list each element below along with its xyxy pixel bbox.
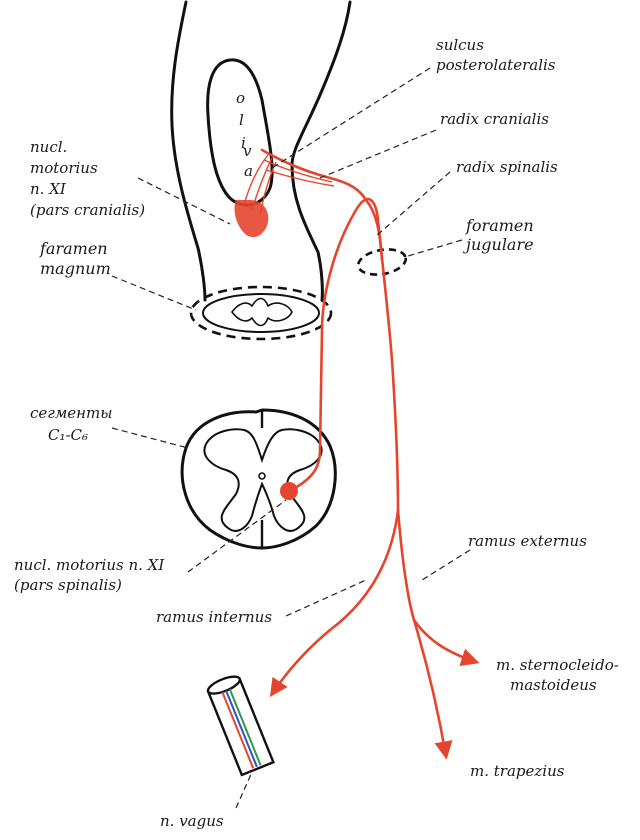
label-foramen-jugulare-line1: foramen (465, 216, 534, 235)
label-nucl-cranialis-line4: (pars cranialis) (30, 201, 145, 219)
radix-spinalis-path (293, 197, 400, 512)
foramen-magnum-ring (189, 285, 333, 341)
label-nucl-spinalis-line1: nucl. motorius n. XI (14, 556, 165, 574)
svg-text:o: o (236, 89, 245, 107)
label-radix-spinalis: radix spinalis (456, 158, 558, 176)
label-nucl-spinalis-line2: (pars spinalis) (14, 576, 122, 594)
label-sternocleidomastoideus-line2: mastoideus (510, 676, 597, 694)
spinal-grey-star (230, 297, 293, 327)
spinal-segment-section (180, 408, 337, 550)
leader-nucl-spinalis (187, 499, 287, 573)
label-nucl-cranialis-line1: nucl. (30, 138, 67, 156)
leader-vagus (235, 771, 253, 809)
svg-text:l: l (239, 111, 244, 129)
label-nucl-cranialis-line3: n. XI (30, 180, 67, 198)
ramus-internus-path (269, 508, 400, 698)
brainstem-right-outline (290, 0, 352, 302)
label-sulcus-line1: sulcus (436, 36, 484, 54)
branch-trapezius (412, 618, 453, 760)
brainstem-left-outline (170, 0, 207, 302)
leader-ramus-internus (285, 579, 367, 617)
spinal-nucleus-dot (280, 482, 298, 500)
label-foramen-magnum-line1: faramen (39, 239, 108, 258)
leader-sulcus (271, 67, 431, 169)
leader-radix-cranialis (319, 129, 437, 179)
label-sulcus-line2: posterolateralis (436, 56, 556, 74)
label-segments-line2: C₁-C₆ (48, 426, 88, 444)
oliva-outline (206, 58, 274, 207)
ramus-externus-trunk (396, 508, 416, 622)
vagus-nerve-cylinder (206, 675, 275, 777)
leader-radix-spinalis (375, 171, 451, 237)
oliva-label: o l i v v a (236, 89, 253, 180)
label-ramus-externus: ramus externus (468, 532, 587, 550)
leader-ramus-externus (421, 549, 471, 581)
svg-text:v: v (243, 142, 252, 160)
spinal-canal-outline (202, 293, 320, 333)
label-segments-line1: сегменты (30, 404, 113, 422)
leader-segments (111, 427, 189, 449)
branch-sternocleidomastoideus (412, 618, 480, 667)
cranial-nucleus (234, 154, 277, 238)
label-ramus-internus: ramus internus (156, 608, 272, 626)
label-foramen-jugulare-line2: jugulare (463, 235, 534, 254)
label-sternocleidomastoideus-line1: m. sternocleido- (496, 656, 619, 674)
label-trapezius: m. trapezius (470, 762, 565, 780)
label-vagus: n. vagus (160, 812, 224, 830)
merged-trunk-upper (364, 198, 384, 262)
leader-foramen-jugulare (407, 239, 463, 257)
leader-nucl-cranialis (137, 177, 231, 225)
radix-cranialis-fibers (260, 148, 368, 202)
svg-text:i: i (241, 134, 246, 152)
label-nucl-cranialis-line2: motorius (30, 159, 98, 177)
svg-text:a: a (244, 162, 253, 180)
label-radix-cranialis: radix cranialis (440, 110, 549, 128)
leader-foramen-magnum (111, 275, 197, 311)
label-foramen-magnum-line2: magnum (40, 259, 111, 278)
